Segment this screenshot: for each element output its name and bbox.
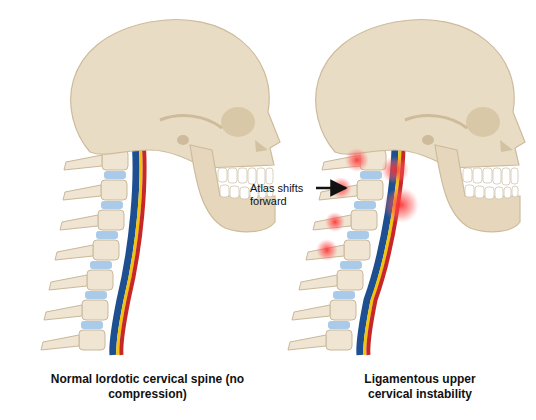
unstable-spine xyxy=(288,20,525,355)
caption-text: Ligamentous upper cervical instability xyxy=(348,372,492,402)
shift-arrow xyxy=(316,187,346,190)
inflammation-glow xyxy=(316,148,419,261)
callout-label: Atlas shifts forward xyxy=(250,182,316,208)
skull xyxy=(316,20,525,232)
caption-text: Normal lordotic cervical spine (no compr… xyxy=(40,372,255,402)
skull xyxy=(71,20,280,232)
normal-spine xyxy=(41,20,280,355)
